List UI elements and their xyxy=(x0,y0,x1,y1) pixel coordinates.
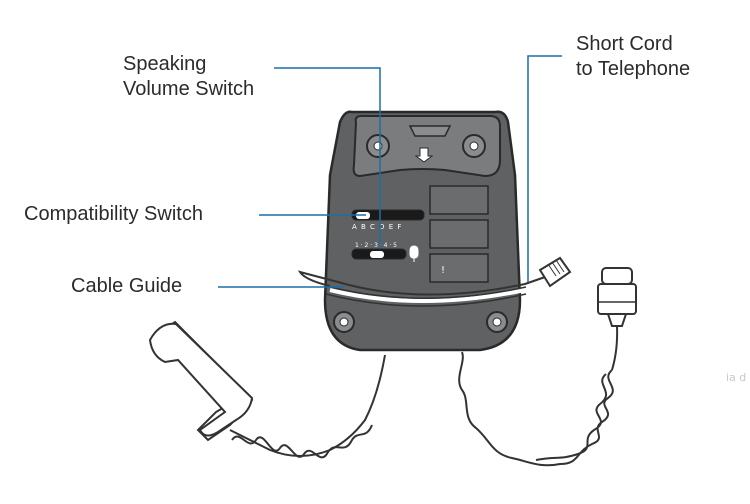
short-cord-label-line1: Short Cord xyxy=(576,33,673,55)
short-cord-label: Short Cord to Telephone xyxy=(576,32,690,82)
callout-lines xyxy=(218,55,562,288)
speaking-volume-callout xyxy=(274,67,381,248)
speaking-volume-label-line2: Volume Switch xyxy=(123,78,255,100)
cable-guide-label: Cable Guide xyxy=(71,275,183,297)
short-cord xyxy=(297,270,549,307)
short-cord-label-line2: to Telephone xyxy=(576,58,691,80)
volume-markings: 1 · 2 · 3 · 4 · 5 xyxy=(355,242,397,249)
speaking-volume-label-line1: Speaking xyxy=(123,53,207,75)
headset-coil-cord xyxy=(458,325,619,467)
compatibility-switch-label: Compatibility Switch xyxy=(24,203,203,225)
speaking-volume-switch-label: Speaking Volume Switch xyxy=(123,52,254,102)
handset xyxy=(148,320,254,442)
speaking-volume-switch: 1 · 2 · 3 · 4 · 5 xyxy=(351,242,419,262)
rj-plug xyxy=(538,256,572,288)
switch-letters: A B C D E F xyxy=(352,223,402,231)
amplifier-body: ! A B C D E F 1 · 2 · 3 · 4 · 5 xyxy=(323,110,522,352)
svg-text:!: ! xyxy=(441,265,445,276)
handset-coil-cord xyxy=(229,354,386,459)
quick-disconnect-plug xyxy=(597,267,637,327)
short-cord-callout xyxy=(527,55,562,282)
watermark: ia d xyxy=(726,371,746,384)
